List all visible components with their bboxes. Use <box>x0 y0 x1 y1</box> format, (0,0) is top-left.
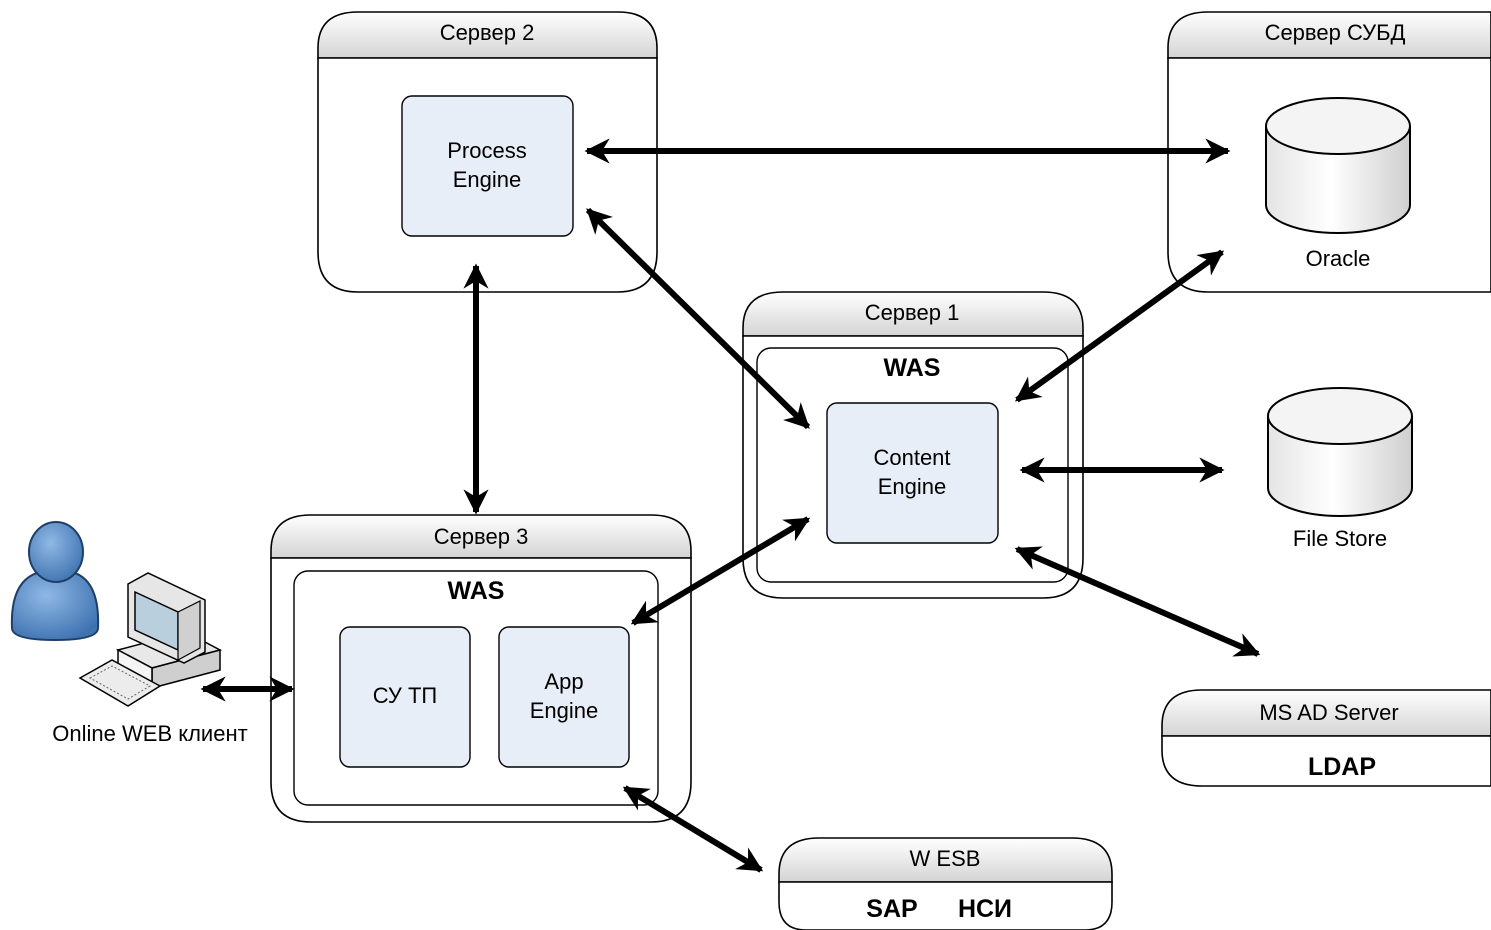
ms-ad-title: MS AD Server <box>1259 700 1398 725</box>
user-icon <box>10 521 100 642</box>
oracle-label: Oracle <box>1306 246 1371 271</box>
ldap-label: LDAP <box>1308 753 1376 781</box>
w-esb: W ESB SAP НСИ <box>778 837 1113 930</box>
label-line: Content <box>873 445 950 470</box>
arrow-process-content <box>585 207 811 430</box>
label-line: App <box>544 669 583 694</box>
connections <box>200 138 1261 873</box>
computer-icon <box>78 572 223 707</box>
ms-ad-server: MS AD Server LDAP <box>1161 689 1491 787</box>
arrow-content-msad <box>1014 546 1261 657</box>
label-line: Engine <box>530 698 599 723</box>
content-engine-box <box>826 402 999 544</box>
app-engine-box <box>498 626 630 768</box>
file-store-database-icon <box>1267 387 1413 517</box>
su-tp-box <box>339 626 471 768</box>
esb-sap-label: SAP <box>866 895 917 923</box>
esb-title: W ESB <box>910 846 981 871</box>
label-line: Engine <box>878 474 947 499</box>
arrow-oracle-content <box>1014 249 1225 403</box>
oracle-database-icon <box>1265 97 1411 234</box>
server-db: Сервер СУБД Oracle <box>1167 11 1491 293</box>
label-line: Process <box>447 138 526 163</box>
server-2-title: Сервер 2 <box>440 20 535 45</box>
arrow-content-appengine <box>630 516 811 626</box>
server-db-title: Сервер СУБД <box>1265 20 1406 45</box>
process-engine-box <box>401 95 574 237</box>
label-line: Engine <box>453 167 522 192</box>
esb-nsi-label: НСИ <box>958 895 1012 923</box>
server-3-title: Сервер 3 <box>434 524 529 549</box>
file-store-label: File Store <box>1293 526 1387 551</box>
client-label: Online WEB клиент <box>52 721 247 746</box>
server-3-was-label: WAS <box>448 577 505 605</box>
server-1-was-label: WAS <box>884 354 941 382</box>
arrow-appengine-esb <box>622 785 764 873</box>
server-1-title: Сервер 1 <box>865 300 960 325</box>
su-tp-label: СУ ТП <box>373 683 438 708</box>
